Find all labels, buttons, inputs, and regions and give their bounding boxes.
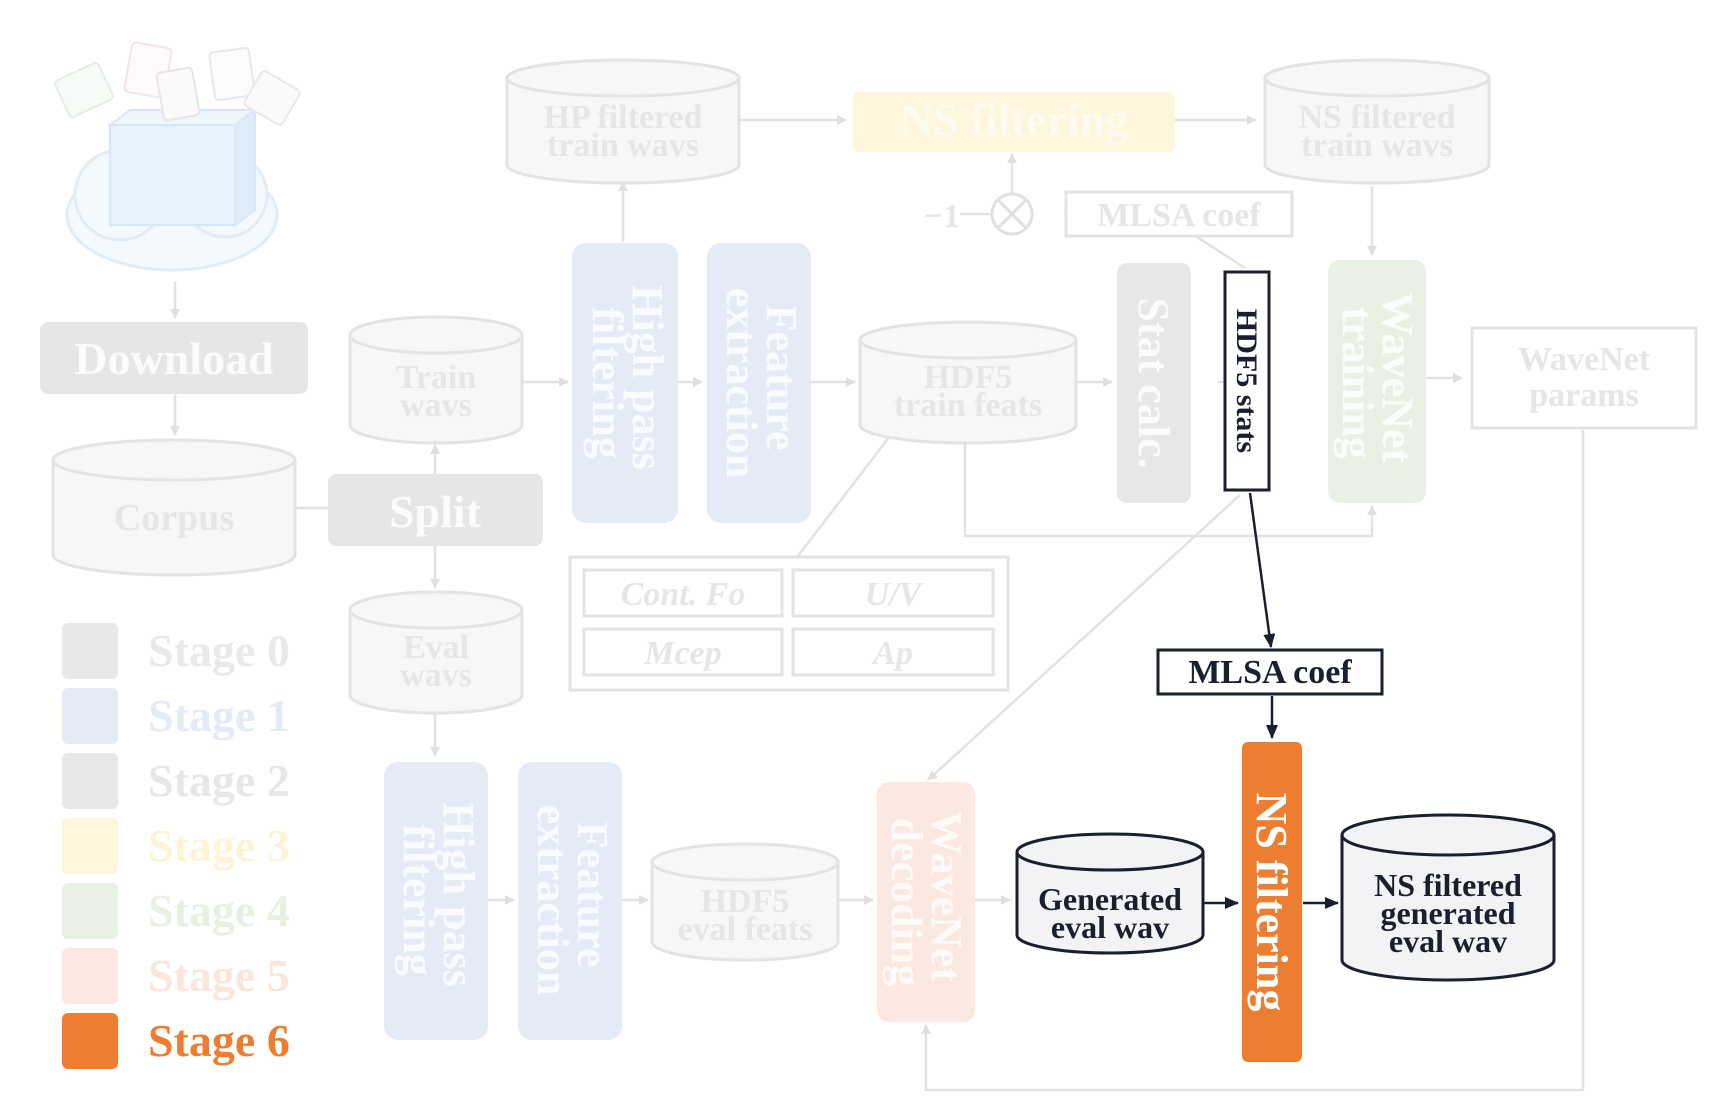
- svg-text:High pass filtering: High pass filtering: [583, 285, 672, 481]
- ns-filtering-top-node: NS filtering: [853, 92, 1175, 152]
- wavenet-decoding-label-1: WaveNet: [922, 811, 971, 982]
- multiply-node: −1: [924, 192, 1034, 236]
- download-label: Download: [74, 333, 274, 384]
- eval-wavs-label-2: wavs: [400, 657, 472, 694]
- mlsa-coef-active-label: MLSA coef: [1188, 654, 1352, 691]
- legend-swatch-stage-4: [62, 883, 118, 939]
- train-wavs-cylinder: Train wavs: [348, 315, 524, 445]
- high-pass-top-node: High pass filtering: [572, 243, 678, 523]
- edge-stats-to-mlsa: [1248, 492, 1276, 648]
- legend-swatch-stage-5: [62, 948, 118, 1004]
- cloud-download-icon: [54, 41, 301, 272]
- split-node: Split: [328, 474, 543, 546]
- svg-text:High pass filtering: High pass filtering: [394, 802, 483, 998]
- mlsa-coef-top-node: MLSA coef: [1064, 190, 1294, 238]
- legend-swatch-stage-0: [62, 623, 118, 679]
- download-node: Download: [40, 322, 308, 394]
- legend-label-stage-2: Stage 2: [148, 755, 290, 806]
- split-label: Split: [389, 486, 482, 537]
- train-wavs-label-2: wavs: [400, 387, 472, 424]
- wavenet-decoding-label-2: decoding: [882, 818, 931, 987]
- legend-swatch-stage-1: [62, 688, 118, 744]
- features-group: Cont. Fo U/V Mcep Ap: [568, 555, 1010, 692]
- stat-calc-node: Stat calc.: [1117, 263, 1191, 503]
- mlsa-coef-active-node: MLSA coef: [1156, 648, 1384, 696]
- hdf5-eval-feats-cylinder: HDF5 eval feats: [650, 842, 840, 962]
- legend-label-stage-1: Stage 1: [148, 690, 290, 741]
- hdf5-eval-label-2: eval feats: [677, 911, 812, 948]
- minus-one-label: −1: [924, 198, 960, 235]
- ns-filtered-generated-cylinder: NS filtered generated eval wav: [1340, 813, 1556, 982]
- feature-extraction-top-node: Feature extraction: [707, 243, 811, 523]
- generated-eval-wav-label-1: Generated: [1038, 881, 1182, 917]
- corpus-cylinder: Corpus: [51, 438, 297, 577]
- eval-wavs-cylinder: Eval wavs: [348, 590, 524, 715]
- high-pass-bottom-node: High pass filtering: [384, 762, 488, 1040]
- corpus-label: Corpus: [114, 497, 234, 539]
- ns-filtered-train-label-1: NS filtered: [1298, 99, 1455, 136]
- hp-filtered-train-cylinder: HP filtered train wavs: [505, 58, 741, 185]
- feature-extraction-bottom-label-1: Feature: [568, 822, 617, 968]
- hp-filtered-label-1: HP filtered: [544, 99, 703, 136]
- high-pass-bottom-label-2: filtering: [394, 824, 443, 976]
- wavenet-params-label-2: params: [1529, 377, 1639, 414]
- wavenet-decoding-node: WaveNet decoding: [877, 782, 975, 1022]
- ns-filtering-top-label: NS filtering: [900, 94, 1129, 145]
- hdf5-stats-node: HDF5 stats: [1223, 270, 1271, 492]
- hdf5-train-label-2: train feats: [894, 387, 1042, 424]
- feature-extraction-bottom-label-2: extraction: [528, 805, 577, 996]
- legend-swatch-stage-6: [62, 1013, 118, 1069]
- feat-mcep: Mcep: [643, 635, 721, 672]
- feat-cont-f0: Cont. Fo: [621, 576, 746, 613]
- ns-filtered-generated-label-1: NS filtered: [1374, 867, 1522, 903]
- legend-label-stage-5: Stage 5: [148, 950, 290, 1001]
- svg-text:WaveNet decoding: WaveNet decoding: [882, 811, 971, 993]
- wavenet-training-node: WaveNet training: [1328, 260, 1426, 503]
- feat-uv: U/V: [865, 576, 924, 613]
- svg-text:Feature extraction: Feature extraction: [528, 805, 617, 996]
- ns-filtered-train-label-2: train wavs: [1301, 127, 1453, 164]
- hp-filtered-label-2: train wavs: [547, 127, 699, 164]
- high-pass-bottom-label-1: High pass: [434, 802, 483, 987]
- generated-eval-wav-cylinder: Generated eval wav: [1015, 832, 1205, 955]
- ns-filtered-generated-label-3: eval wav: [1389, 923, 1507, 959]
- mlsa-coef-top-label: MLSA coef: [1097, 197, 1261, 234]
- wavenet-params-node: WaveNet params: [1470, 326, 1698, 430]
- feature-extraction-bottom-node: Feature extraction: [518, 762, 622, 1040]
- svg-text:Feature extraction: Feature extraction: [717, 288, 806, 479]
- ns-filtered-generated-label-2: generated: [1380, 895, 1515, 931]
- feature-extraction-top-label-1: Feature: [757, 305, 806, 451]
- hdf5-eval-label-1: HDF5: [701, 883, 790, 920]
- high-pass-top-label-2: filtering: [583, 307, 632, 459]
- ns-filtering-active-label: NS filtering: [1247, 793, 1296, 1012]
- generated-eval-wav-label-2: eval wav: [1051, 909, 1169, 945]
- wavenet-training-label-1: WaveNet: [1373, 292, 1422, 463]
- hdf5-train-feats-cylinder: HDF5 train feats: [858, 320, 1078, 445]
- eval-wavs-label-1: Eval: [403, 629, 469, 666]
- wavenet-training-label-2: training: [1333, 307, 1382, 459]
- legend-label-stage-0: Stage 0: [148, 625, 290, 676]
- wavenet-params-label-1: WaveNet: [1518, 341, 1651, 378]
- hdf5-train-label-1: HDF5: [924, 359, 1013, 396]
- ns-filtered-train-cylinder: NS filtered train wavs: [1263, 58, 1491, 185]
- feat-ap: Ap: [871, 635, 913, 672]
- legend-swatch-stage-2: [62, 753, 118, 809]
- high-pass-top-label-1: High pass: [623, 285, 672, 470]
- stage-legend: Stage 0 Stage 1 Stage 2 Stage 3 Stage 4 Stage…: [62, 623, 290, 1069]
- train-wavs-label-1: Train: [396, 359, 477, 396]
- hdf5-stats-label: HDF5 stats: [1230, 309, 1263, 453]
- feature-extraction-top-label-2: extraction: [717, 288, 766, 479]
- stat-calc-label: Stat calc.: [1129, 297, 1178, 468]
- legend-swatch-stage-3: [62, 818, 118, 874]
- legend-label-stage-4: Stage 4: [148, 885, 290, 936]
- svg-text:WaveNet training: WaveNet training: [1333, 292, 1422, 474]
- ns-filtering-active-node: NS filtering: [1242, 742, 1302, 1062]
- faded-edges: [170, 115, 1585, 1092]
- legend-label-stage-3: Stage 3: [148, 820, 290, 871]
- legend-label-stage-6: Stage 6: [148, 1015, 290, 1066]
